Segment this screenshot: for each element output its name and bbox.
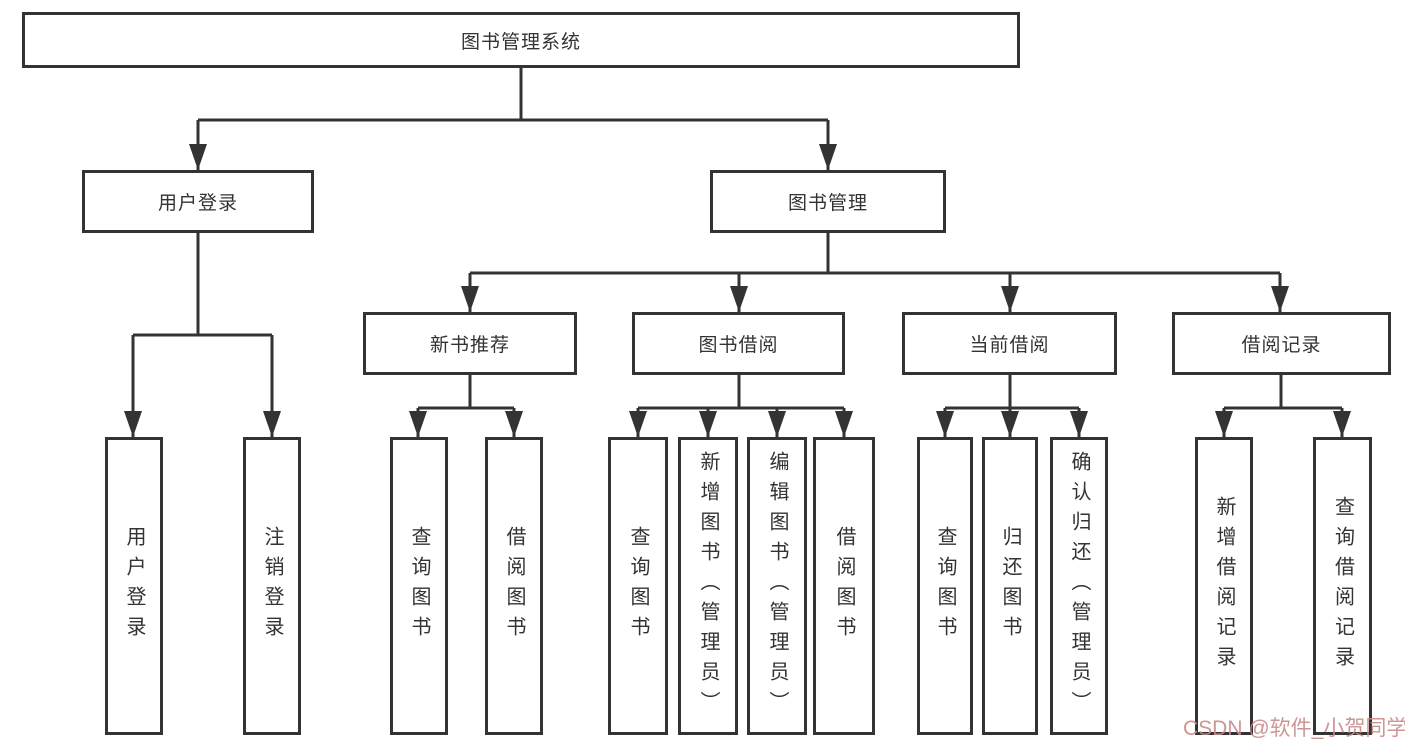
node-label: 编辑图书（管理员） [766,451,788,721]
node-label: 查询图书 [627,526,649,646]
connector-login [133,233,272,337]
node-label: 借阅记录 [1241,335,1322,356]
connector-group-records [1224,375,1342,410]
node-leaf-query-books-recommend: 查询图书 [390,437,448,735]
node-label: 确认归还（管理员） [1068,451,1090,721]
node-label: 新书推荐 [429,335,510,356]
node-borrow-records: 借阅记录 [1172,312,1391,375]
node-leaf-logout: 注销登录 [243,437,301,735]
node-label: 查询图书 [934,526,956,646]
node-leaf-confirm-return-admin: 确认归还（管理员） [1050,437,1108,735]
connector-management [470,233,1280,275]
node-label: 借阅图书 [503,526,525,646]
node-book-management: 图书管理 [710,170,946,233]
connector-root [198,68,828,122]
node-leaf-query-books-current: 查询图书 [917,437,973,735]
node-label: 新增图书（管理员） [697,451,719,721]
node-label: 新增借阅记录 [1213,496,1235,676]
node-leaf-user-login: 用户登录 [105,437,163,735]
node-label: 图书借阅 [698,335,779,356]
node-leaf-borrow-books-recommend: 借阅图书 [485,437,543,735]
node-leaf-edit-book-admin: 编辑图书（管理员） [747,437,807,735]
connector-group-recommend [418,375,514,410]
connector-group-borrow [638,375,844,410]
node-label: 借阅图书 [833,526,855,646]
node-label: 图书管理系统 [460,31,581,53]
node-root: 图书管理系统 [22,12,1020,68]
node-label: 用户登录 [157,193,238,214]
node-label: 图书管理 [787,193,868,214]
node-label: 查询借阅记录 [1331,496,1354,676]
connector-group-current [945,375,1079,410]
node-leaf-borrow-books: 借阅图书 [813,437,875,735]
node-current-borrow: 当前借阅 [902,312,1117,375]
node-label: 查询图书 [408,526,430,646]
node-leaf-query-books-borrow: 查询图书 [608,437,668,735]
node-label: 归还图书 [999,526,1021,646]
node-leaf-add-borrow-record: 新增借阅记录 [1195,437,1253,735]
node-leaf-return-book: 归还图书 [982,437,1038,735]
node-user-login: 用户登录 [82,170,314,233]
node-leaf-add-book-admin: 新增图书（管理员） [678,437,738,735]
node-label: 注销登录 [261,526,283,646]
node-new-book-recommend: 新书推荐 [363,312,577,375]
node-leaf-query-borrow-record: 查询借阅记录 [1313,437,1372,735]
node-label: 当前借阅 [969,335,1050,356]
node-book-borrow: 图书借阅 [632,312,845,375]
watermark-text: CSDN @软件_小贺同学 [1183,717,1405,740]
node-label: 用户登录 [123,526,145,646]
